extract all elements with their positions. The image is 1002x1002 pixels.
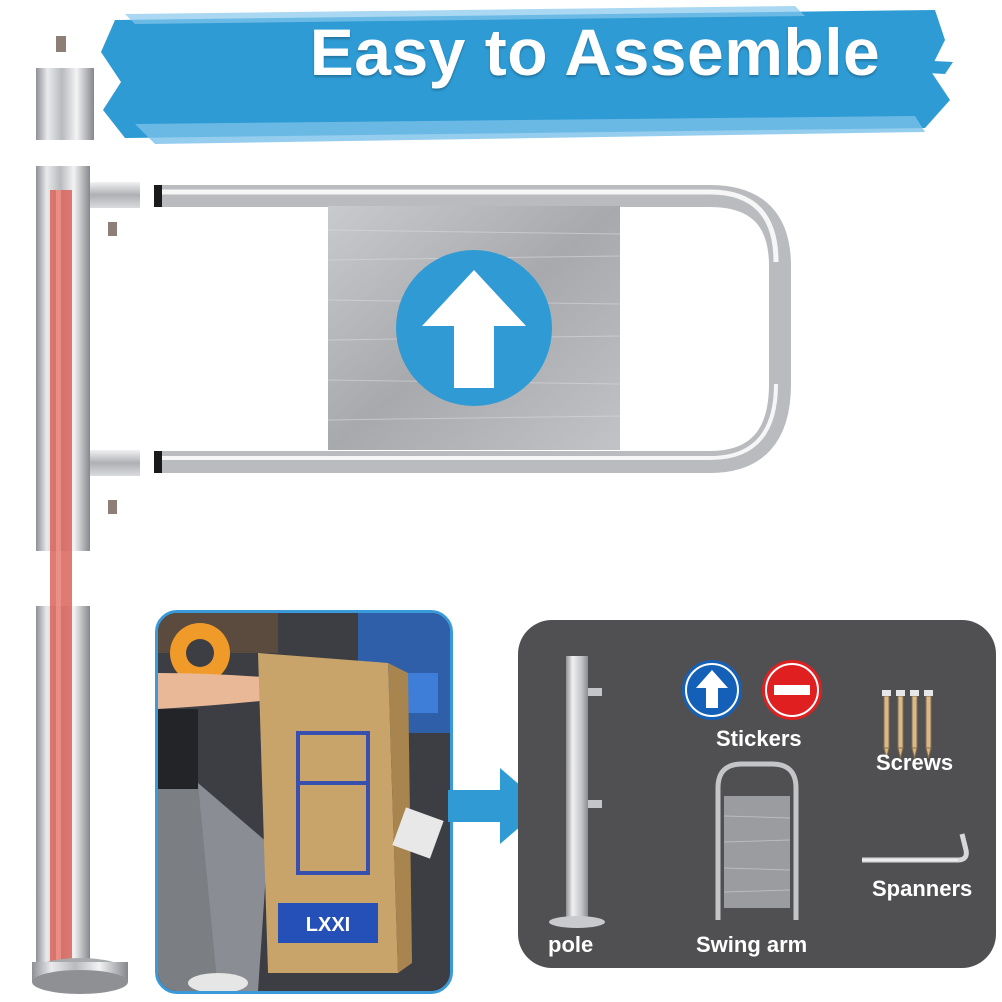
spanners-label: Spanners <box>872 876 973 901</box>
packing-photo: LXXI <box>155 610 453 994</box>
title-banner: Easy to Assemble <box>95 0 955 150</box>
top-pin <box>56 36 66 52</box>
stickers-label: Stickers <box>716 726 802 751</box>
package-contents-panel: pole Stickers Screws <box>518 620 996 968</box>
upper-hinge-stub <box>90 182 140 208</box>
pole-label: pole <box>548 932 594 957</box>
screws-label: Screws <box>876 750 954 775</box>
up-arrow-icon <box>396 250 552 406</box>
swing-arm-label: Swing arm <box>696 932 808 957</box>
pole-cap <box>36 68 94 140</box>
arm-tube <box>162 185 791 473</box>
up-arrow-sticker-icon <box>682 660 742 720</box>
swing-arm-icon <box>715 761 799 920</box>
brush-stroke-background <box>101 6 953 144</box>
banner-title: Easy to Assemble <box>309 15 881 89</box>
sticker-icons <box>682 660 822 720</box>
swing-arm-illustration <box>154 185 791 473</box>
pole-illustration <box>32 36 140 994</box>
svg-text:LXXI: LXXI <box>306 914 350 936</box>
spanner-icon <box>862 833 969 863</box>
lower-hinge-stub <box>90 450 140 476</box>
no-entry-sticker-icon <box>762 660 822 720</box>
pole-icon <box>549 656 605 928</box>
screws-icon <box>882 690 933 759</box>
